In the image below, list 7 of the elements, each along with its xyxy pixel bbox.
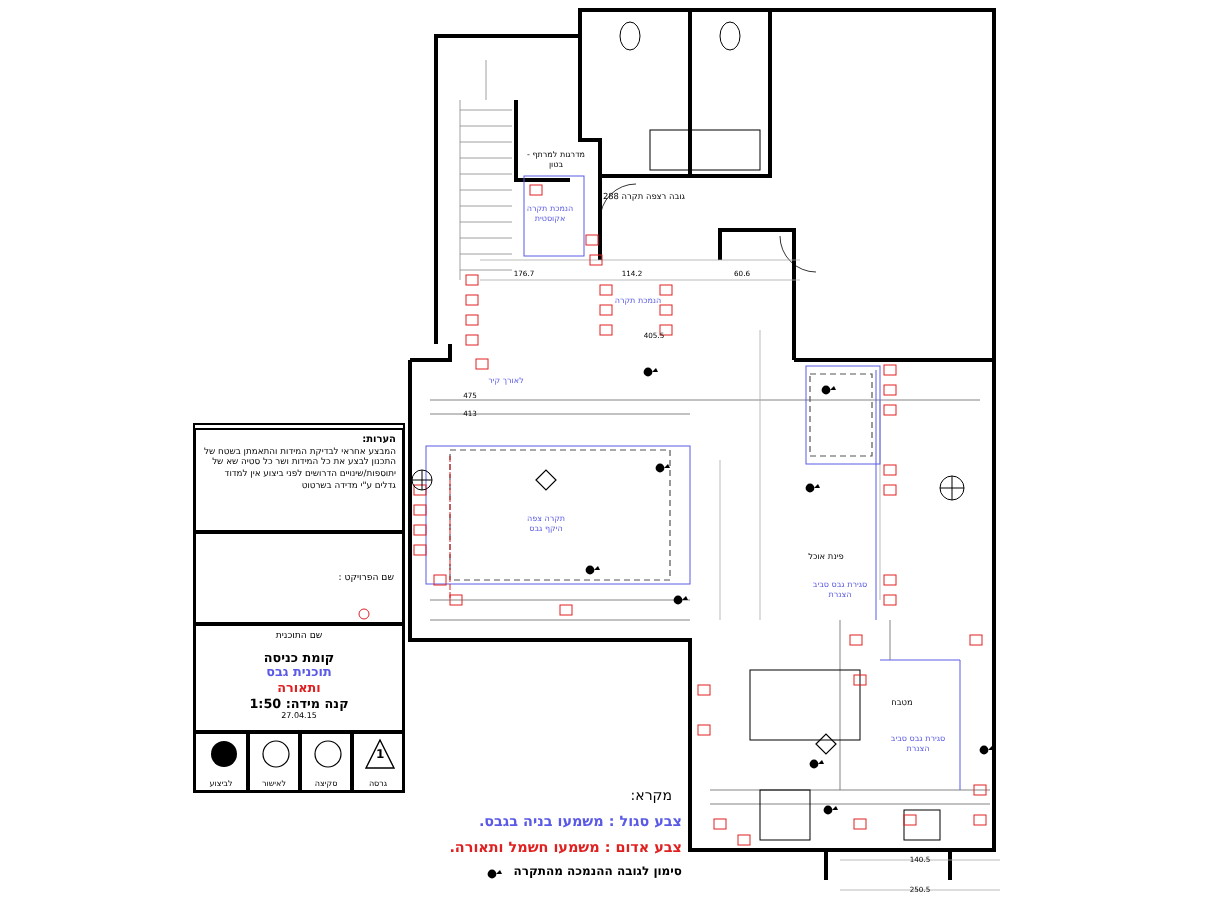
project-cell [194,532,404,624]
stage-cell [248,732,300,792]
stage-cell [194,732,248,792]
plan-title-cell [194,624,404,732]
notes-cell [194,428,404,532]
stage-cell [352,732,404,792]
stage-cell [300,732,352,792]
